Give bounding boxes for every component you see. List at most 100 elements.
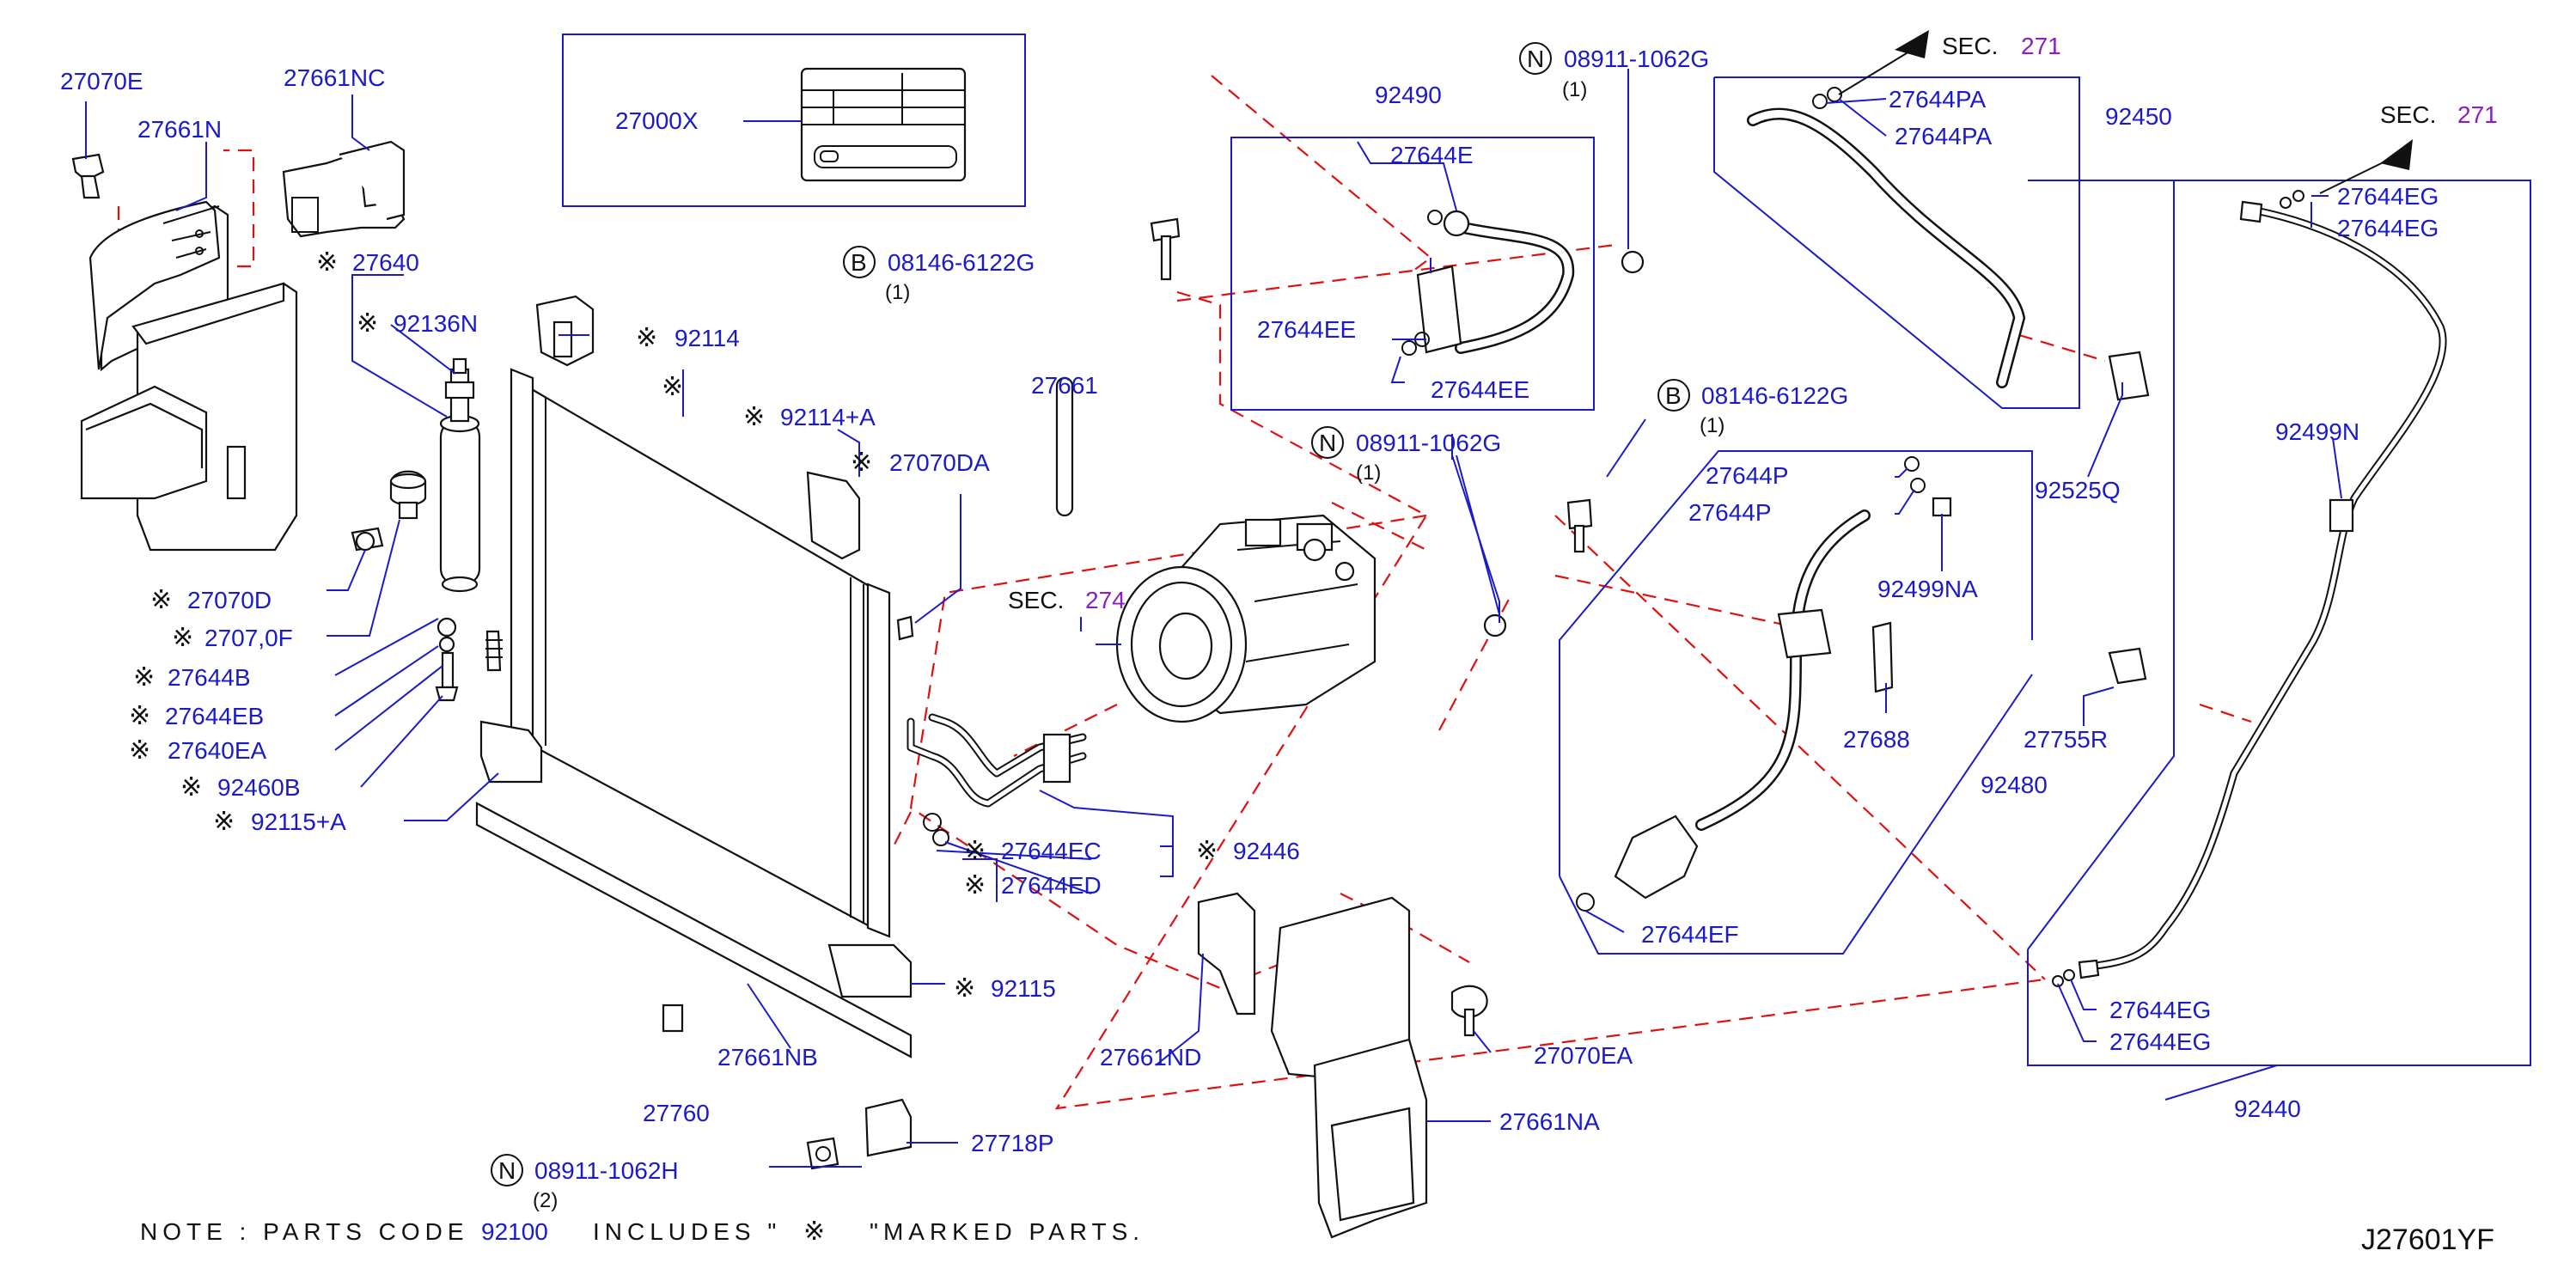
label-92499NA[interactable]: 92499NA — [1877, 576, 1978, 602]
marker-icon: ※ — [172, 623, 193, 653]
qty-08911-1062G-2: (1) — [1356, 461, 1381, 485]
label-92136N[interactable]: 92136N — [394, 310, 478, 337]
label-27661NA[interactable]: 27661NA — [1499, 1108, 1600, 1135]
label-27661[interactable]: 27661 — [1031, 372, 1098, 399]
lower-air-guides — [806, 892, 1488, 1239]
marker-icon: ※ — [954, 973, 975, 1004]
label-27760[interactable]: 27760 — [643, 1100, 710, 1126]
marker-icon: ※ — [129, 701, 150, 731]
marker-icon: ※ — [851, 448, 872, 478]
label-92440[interactable]: 92440 — [2234, 1095, 2301, 1122]
label-92450[interactable]: 92450 — [2105, 103, 2172, 130]
pipe-92440 — [2052, 139, 2447, 987]
label-sec-271-a-number[interactable]: 271 — [2021, 33, 2061, 59]
b-letter: B — [851, 249, 867, 276]
marker-icon: ※ — [213, 807, 235, 837]
label-27640EA[interactable]: 27640EA — [168, 737, 267, 764]
label-27070E[interactable]: 27070E — [60, 68, 143, 95]
n-letter: N — [1319, 430, 1336, 456]
label-sec-274[interactable]: SEC. — [1008, 587, 1064, 613]
label-sec-274-number[interactable]: 274 — [1085, 587, 1126, 613]
qty-08146-6122G-2: (1) — [1700, 414, 1724, 437]
label-92480[interactable]: 92480 — [1981, 772, 2048, 798]
label-27644EE-1[interactable]: 27644EE — [1257, 316, 1356, 343]
label-27644PA-1[interactable]: 27644PA — [1889, 86, 1986, 113]
pipe-92450 — [1747, 30, 2150, 401]
label-92115[interactable]: 92115 — [991, 975, 1056, 1002]
bracket-27661NC — [282, 140, 406, 238]
diagram-code: J27601YF — [2361, 1223, 2494, 1256]
label-08146-6122G-2[interactable]: 08146-6122G — [1701, 382, 1848, 409]
label-27644EG-2[interactable]: 27644EG — [2337, 215, 2439, 241]
label-sec-271-b[interactable]: SEC. — [2380, 101, 2436, 128]
label-27644E[interactable]: 27644E — [1390, 142, 1474, 168]
liquid-pipe-92446 — [906, 713, 1087, 846]
marker-icon: ※ — [150, 585, 172, 615]
label-27661N[interactable]: 27661N — [137, 116, 222, 143]
label-27644P-1[interactable]: 27644P — [1706, 462, 1789, 489]
label-92114A[interactable]: 92114+A — [780, 404, 876, 430]
marker-icon: ※ — [180, 772, 202, 802]
label-27644EB[interactable]: 27644EB — [165, 703, 264, 729]
label-27688[interactable]: 27688 — [1843, 726, 1910, 753]
label-27644EG-4[interactable]: 27644EG — [2109, 1028, 2211, 1055]
label-08146-6122G-1[interactable]: 08146-6122G — [888, 249, 1035, 276]
marker-icon: ※ — [1196, 836, 1218, 866]
label-27070F[interactable]: 2707,0F — [204, 625, 293, 651]
b-circle-icon — [1657, 379, 1690, 412]
label-27644PA-2[interactable]: 27644PA — [1895, 123, 1992, 149]
b-circle-icon — [843, 246, 876, 278]
label-92446[interactable]: 92446 — [1233, 838, 1300, 864]
label-27644EF[interactable]: 27644EF — [1641, 921, 1739, 948]
label-27644EE-2[interactable]: 27644EE — [1431, 376, 1529, 403]
label-08911-1062H[interactable]: 08911-1062H — [534, 1157, 679, 1184]
label-92115A[interactable]: 92115+A — [251, 808, 346, 835]
receiver-drier-27640 — [439, 357, 481, 593]
label-27755R[interactable]: 27755R — [2024, 726, 2108, 753]
marker-icon: ※ — [133, 662, 155, 692]
label-27661NC[interactable]: 27661NC — [284, 64, 385, 91]
label-27070DA[interactable]: 27070DA — [889, 449, 990, 476]
note-parts-code[interactable]: 92100 — [481, 1218, 548, 1245]
label-27644ED[interactable]: 27644ED — [1001, 872, 1102, 899]
label-27644EC[interactable]: 27644EC — [1001, 838, 1102, 864]
label-08911-1062G-1[interactable]: 08911-1062G — [1564, 46, 1709, 72]
n-letter: N — [498, 1157, 516, 1184]
small-fittings-left — [351, 470, 503, 702]
leader-lines — [85, 69, 2342, 1168]
qty-08146-6122G-1: (1) — [885, 281, 910, 304]
label-27644P-2[interactable]: 27644P — [1688, 499, 1772, 526]
marker-icon: ※ — [357, 308, 378, 339]
qty-08911-1062G-1: (1) — [1562, 78, 1587, 101]
condenser-core — [510, 368, 891, 938]
compressor — [1115, 514, 1377, 723]
condenser-brackets — [475, 295, 1074, 1058]
label-27644EG-1[interactable]: 27644EG — [2337, 183, 2439, 210]
label-sec-271-a[interactable]: SEC. — [1942, 33, 1998, 59]
n-circle-icon — [1311, 426, 1344, 459]
label-92490[interactable]: 92490 — [1375, 82, 1442, 108]
label-92499N[interactable]: 92499N — [2275, 418, 2359, 445]
label-27661ND[interactable]: 27661ND — [1100, 1044, 1201, 1071]
label-27640[interactable]: 27640 — [352, 249, 419, 276]
part-labels: 27070E 27661NC 27661N 27000X ※ 27640 ※ 9… — [60, 33, 2498, 1212]
left-air-guide-27661N — [80, 200, 298, 552]
label-27644EG-3[interactable]: 27644EG — [2109, 997, 2211, 1023]
label-sec-271-b-number[interactable]: 271 — [2457, 101, 2498, 128]
label-27644B[interactable]: 27644B — [168, 664, 251, 691]
marker-icon: ※ — [662, 372, 683, 402]
label-27070D[interactable]: 27070D — [187, 587, 272, 613]
label-27661NB[interactable]: 27661NB — [717, 1044, 818, 1071]
label-27000X[interactable]: 27000X — [615, 107, 699, 134]
label-27070EA[interactable]: 27070EA — [1534, 1042, 1633, 1069]
label-27718P[interactable]: 27718P — [971, 1130, 1054, 1156]
label-92525Q[interactable]: 92525Q — [2035, 477, 2121, 503]
label-92114[interactable]: 92114 — [675, 325, 740, 351]
arrow-icon — [2380, 139, 2413, 170]
label-92460B[interactable]: 92460B — [217, 774, 301, 801]
marker-icon: ※ — [129, 735, 150, 766]
note-suffix: "MARKED PARTS. — [870, 1218, 1145, 1245]
label-08911-1062G-2[interactable]: 08911-1062G — [1356, 430, 1501, 456]
note-prefix: NOTE : PARTS CODE — [140, 1218, 469, 1245]
